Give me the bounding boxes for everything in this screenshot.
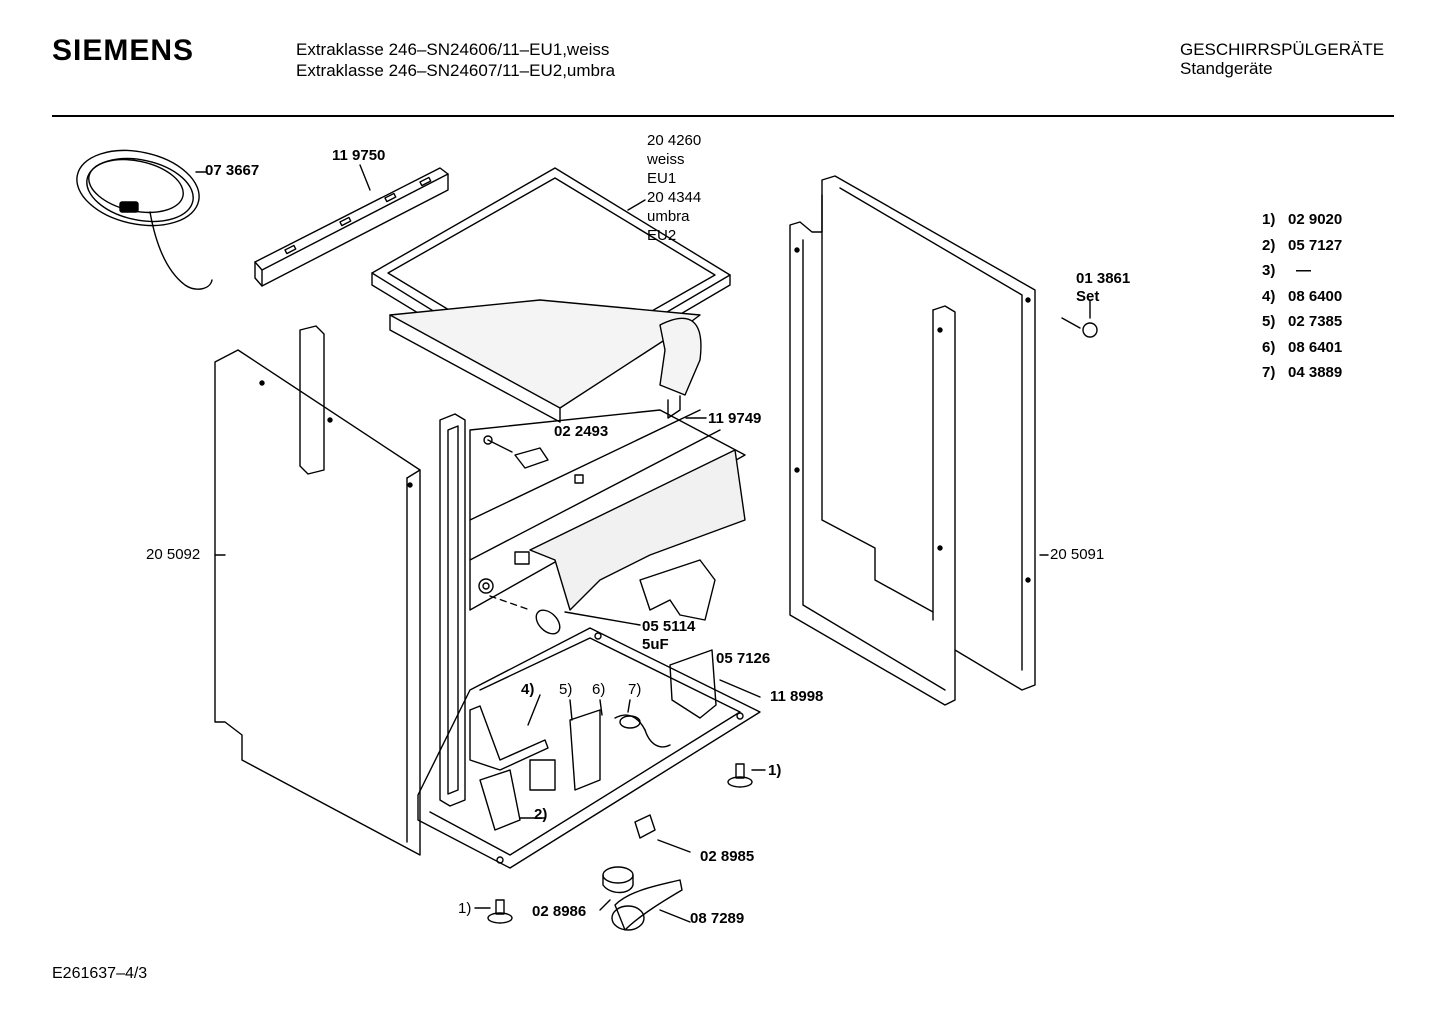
- label-028985: 02 8985: [700, 848, 755, 865]
- power-cord: [76, 149, 213, 290]
- leader-lines: [214, 417, 761, 923]
- rear-frame: [789, 175, 1049, 706]
- left-side-panel: [214, 349, 421, 856]
- marker-6: 6): [592, 681, 606, 698]
- top-rail: [254, 164, 449, 287]
- brand-logo: SIEMENS: [52, 34, 195, 67]
- label-028986: 02 8986: [532, 903, 587, 920]
- legend-value: 04 3889: [1288, 364, 1343, 381]
- category-title: GESCHIRRSPÜLGERÄTE: [1180, 40, 1385, 59]
- legend-row-2: 2) 05 7127: [1262, 237, 1342, 254]
- float-switch: [602, 814, 691, 931]
- legend-key: 3): [1262, 262, 1276, 279]
- insulation-pad: [389, 299, 702, 423]
- label-205091: 20 5091: [1050, 546, 1105, 563]
- marker-7: 7): [628, 681, 642, 698]
- drawing-id: E261637–4/3: [52, 965, 148, 982]
- vertical-strips: [299, 325, 466, 807]
- adjustable-feet: [474, 763, 766, 924]
- marker-1-right: 1): [768, 762, 782, 779]
- marker-5: 5): [559, 681, 573, 698]
- legend-key: 5): [1262, 313, 1276, 330]
- label-055114-5uf: 5uF: [642, 636, 669, 653]
- inner-housing: [469, 395, 746, 611]
- legend-row-5: 5) 02 7385: [1262, 313, 1342, 330]
- marker-2: 2): [534, 806, 548, 823]
- capacitor: [489, 595, 641, 635]
- legend-key: 7): [1262, 364, 1276, 381]
- legend-value: 02 7385: [1288, 313, 1343, 330]
- legend-key: 4): [1262, 288, 1276, 305]
- legend-row-6: 6) 08 6401: [1262, 339, 1342, 356]
- model-line-1: Extraklasse 246–SN24606/11–EU1,weiss: [296, 40, 610, 59]
- legend-row-1: 1) 02 9020: [1262, 211, 1342, 228]
- legend-key: 2): [1262, 237, 1276, 254]
- legend-value: 02 9020: [1288, 211, 1343, 228]
- base-frame: [417, 627, 761, 869]
- marker-4: 4): [521, 681, 535, 698]
- legend-value: 05 7127: [1288, 237, 1343, 254]
- legend-key: 6): [1262, 339, 1276, 356]
- legend-value: 08 6400: [1288, 288, 1343, 305]
- label-013861: 01 3861: [1076, 270, 1131, 287]
- label-013861-set: Set: [1076, 288, 1100, 305]
- base-brackets: [469, 649, 717, 831]
- label-top-cover-2: weiss: [647, 151, 685, 168]
- marker-1-left: 1): [458, 900, 472, 917]
- label-top-cover-1: 20 4260: [647, 132, 702, 149]
- label-top-cover-6: EU2: [647, 227, 677, 244]
- label-057126: 05 7126: [716, 650, 771, 667]
- legend-value: 08 6401: [1288, 339, 1343, 356]
- category-subtitle: Standgeräte: [1180, 59, 1273, 78]
- screw-clip: [483, 435, 549, 469]
- label-118998: 11 8998: [770, 688, 824, 705]
- screw-cap: [1061, 299, 1098, 338]
- header-rule: [52, 115, 1394, 117]
- label-055114: 05 5114: [642, 618, 696, 635]
- label-119749: 11 9749: [708, 410, 762, 427]
- legend-row-4: 4) 08 6400: [1262, 288, 1342, 305]
- label-087289: 08 7289: [690, 910, 745, 927]
- legend-row-3: 3) —: [1262, 262, 1311, 279]
- legend-key: 1): [1262, 211, 1276, 228]
- duct-connector: [639, 559, 716, 621]
- label-top-cover-4: 20 4344: [647, 189, 702, 206]
- legend-row-7: 7) 04 3889: [1262, 364, 1342, 381]
- label-073667: 07 3667: [205, 162, 260, 179]
- label-022493: 02 2493: [554, 423, 609, 440]
- legend-value: —: [1296, 262, 1311, 279]
- model-line-2: Extraklasse 246–SN24607/11–EU2,umbra: [296, 61, 616, 80]
- label-top-cover-3: EU1: [647, 170, 677, 187]
- label-205092: 20 5092: [146, 546, 201, 563]
- label-top-cover-5: umbra: [647, 208, 690, 225]
- label-119750: 11 9750: [332, 147, 386, 164]
